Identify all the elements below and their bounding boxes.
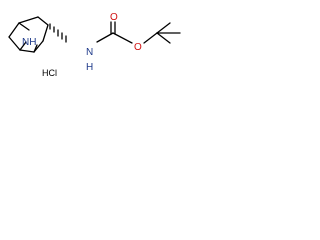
chain-bond [96, 32, 114, 43]
ester-o-label: O [134, 42, 142, 53]
cage-bond [8, 22, 20, 38]
cage-bond [8, 36, 21, 51]
hcl-label: HCl [42, 68, 57, 78]
cage-bond [42, 24, 49, 42]
carbamate-h-label: H [86, 62, 93, 73]
cage-bond [33, 44, 38, 53]
cage-bond [18, 22, 30, 31]
cage-bond [33, 40, 44, 53]
cage-bond [18, 16, 39, 24]
chain-bond [143, 32, 158, 44]
carbonyl-o-label: O [110, 12, 118, 23]
cage-bond [19, 41, 27, 51]
chemical-structure-drawing: NH N H O O HCl [8, 12, 181, 78]
cage-bond [19, 49, 35, 53]
cage-bond [37, 16, 49, 26]
structure-canvas: NH N H O O HCl [0, 0, 200, 100]
chain-bond [112, 32, 133, 44]
tbutyl-bond [156, 32, 171, 44]
carbamate-n-label: N [86, 47, 93, 58]
bridge-nh-label: NH [22, 37, 36, 48]
tbutyl-bond [156, 22, 171, 34]
